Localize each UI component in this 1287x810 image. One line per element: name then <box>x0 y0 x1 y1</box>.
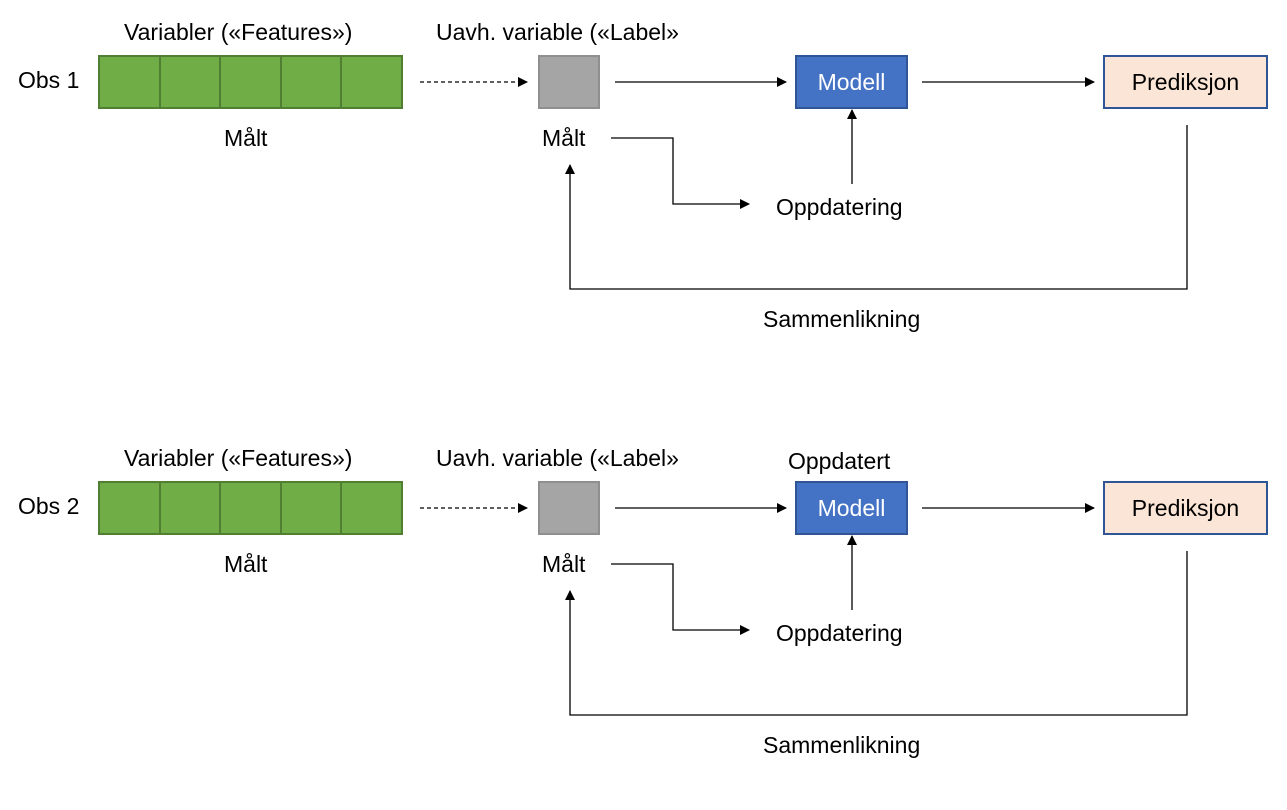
prediction-box: Prediksjon <box>1103 55 1268 109</box>
update-label: Oppdatering <box>776 620 903 646</box>
measured-to-update-arrow <box>611 137 750 209</box>
feature-cell <box>342 57 401 107</box>
label-measured-label: Målt <box>542 551 586 577</box>
obs-label: Obs 2 <box>18 493 80 519</box>
features-measured-label: Målt <box>224 125 268 151</box>
model-caption: Oppdatert <box>788 448 891 474</box>
connectors-2 <box>420 503 1188 716</box>
feature-cell <box>100 57 161 107</box>
connectors-1 <box>420 77 1188 290</box>
observation-panel-2: Obs 2 Variabler («Features») Uavh. varia… <box>0 426 1287 810</box>
feature-cell <box>100 483 161 533</box>
feature-cell <box>221 57 282 107</box>
features-title: Variabler («Features») <box>124 19 353 45</box>
label-title: Uavh. variable («Label» <box>436 445 679 471</box>
feature-cell <box>342 483 401 533</box>
feature-cell <box>282 57 343 107</box>
features-title: Variabler («Features») <box>124 445 353 471</box>
feature-cell <box>282 483 343 533</box>
observation-panel-1: Obs 1 Variabler («Features») Uavh. varia… <box>0 0 1287 384</box>
feature-cell <box>161 483 222 533</box>
feature-bar <box>98 55 403 109</box>
feature-cell <box>221 483 282 533</box>
model-box: Modell <box>795 55 908 109</box>
comparison-label: Sammenlikning <box>763 732 921 758</box>
comparison-feedback-arrow <box>565 125 1188 290</box>
prediction-box: Prediksjon <box>1103 481 1268 535</box>
comparison-label: Sammenlikning <box>763 306 921 332</box>
label-box <box>538 481 600 535</box>
obs-label: Obs 1 <box>18 67 80 93</box>
comparison-feedback-arrow <box>565 551 1188 716</box>
feature-bar <box>98 481 403 535</box>
model-box: Modell <box>795 481 908 535</box>
update-label: Oppdatering <box>776 194 903 220</box>
label-box <box>538 55 600 109</box>
label-title: Uavh. variable («Label» <box>436 19 679 45</box>
label-measured-label: Målt <box>542 125 586 151</box>
feature-cell <box>161 57 222 107</box>
features-measured-label: Målt <box>224 551 268 577</box>
measured-to-update-arrow <box>611 563 750 635</box>
